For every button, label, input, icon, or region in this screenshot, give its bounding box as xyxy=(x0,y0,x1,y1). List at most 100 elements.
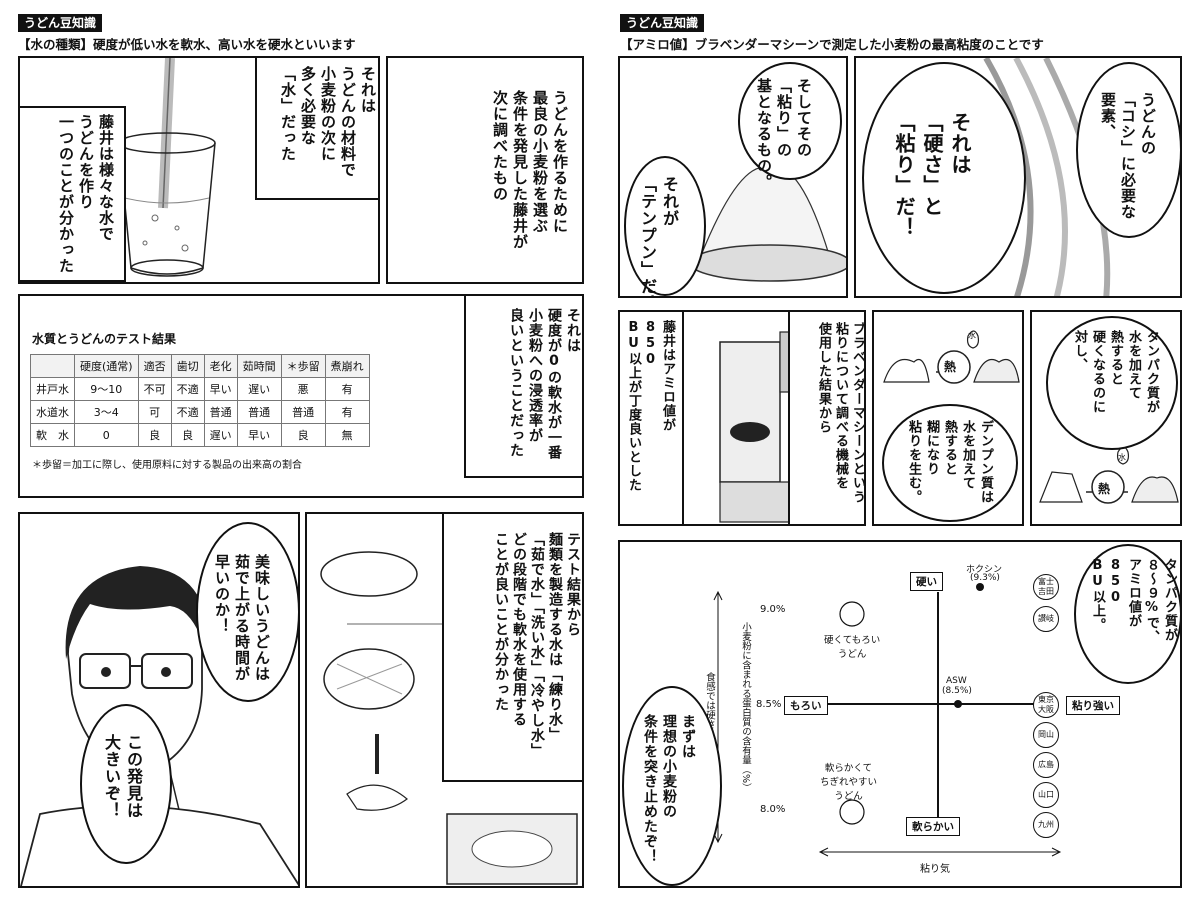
panel-narration: うどんを作るために 最良の小麦粉を選ぶ 条件を発見した藤井が 次に調べたもの xyxy=(386,56,584,284)
table-cell: 良 xyxy=(170,423,205,447)
table-cell: 9〜10 xyxy=(74,377,139,401)
table-cell: 3〜4 xyxy=(74,400,139,424)
bubble-denpun: それが 「テンプン」だ！ xyxy=(624,156,706,296)
bubble-ideal-flour: まずは 理想の小麦粉の 条件を突き止めたぞ！ xyxy=(622,686,722,886)
chart-box-soft: 軟らかい xyxy=(906,817,960,836)
left-tag: うどん豆知識 xyxy=(18,14,103,32)
caption-box-a: 藤井は様々な水で うどんを作り 一つのことが分かった xyxy=(20,106,126,282)
table-cell: 不適 xyxy=(170,377,205,401)
chart-y-axis-label: 小麦粉に含まれる蛋白質の含有量（%） xyxy=(740,622,751,793)
chart-circle2-label: 軟らかくて ちぎれやすい うどん xyxy=(820,763,878,802)
water-icon: 水 xyxy=(968,331,976,340)
pref-kyushu: 九州 xyxy=(1033,812,1059,838)
caption-text-result: テスト結果から 麺類を製造する水は「練り水」 「茹で水」「洗い水」「冷やし水」 … xyxy=(493,532,581,758)
table-cell: 可 xyxy=(137,400,172,424)
panel-water-glass: 藤井は様々な水で うどんを作り 一つのことが分かった それは うどんの材料で 小… xyxy=(18,56,380,284)
flour-illustration xyxy=(689,166,846,282)
table-cell: 井戸水 xyxy=(30,377,75,401)
bubble-koshi-text: うどんの 「コシ」に必要な 要素、 xyxy=(1099,92,1157,220)
panel-man: 美味しいうどんは 茹で上がる時間が 早いのか！ この発見は 大きいぞ！ xyxy=(18,512,300,888)
table-header: 適否 xyxy=(137,354,172,378)
narration-text: うどんを作るために 最良の小麦粉を選ぶ 条件を発見した藤井が 次に調べたもの xyxy=(491,90,569,250)
speech-text-2: この発見は 大きいぞ！ xyxy=(102,734,143,819)
protein-diagram xyxy=(1039,446,1179,504)
panel-starch: 熱 水 デンプン質は 水を加えて 熱すると 糊になり 粘りを生む。 xyxy=(872,310,1024,526)
caption-text-a: 藤井は様々な水で うどんを作り 一つのことが分かった xyxy=(57,114,115,274)
caption-text-amilo: 藤井はアミロ値が 850 BU以上が丁度良いとした xyxy=(626,320,675,492)
table-cell: 普通 xyxy=(280,400,326,424)
chart-y-axis-label-2: 食感では硬さ xyxy=(704,672,715,729)
chart-box-sticky: 粘り強い xyxy=(1066,696,1120,715)
panel-koshi: それは 「硬さ」と 「粘り」だ！ うどんの 「コシ」に必要な 要素、 xyxy=(854,56,1182,298)
conclusion-box: それは 硬度が0の軟水が一番 小麦粉への浸透率が 良いということだった xyxy=(464,296,582,478)
table-cell: 軟 水 xyxy=(30,423,75,447)
table-cell: 良 xyxy=(137,423,172,447)
panel-protein: 熱 水 タンパク質が 水を加えて 熱すると 硬くなるのに 対し、 xyxy=(1030,310,1182,526)
pref-hiroshima: 広島 xyxy=(1033,752,1059,778)
panel-flour-chart: 硬い 軟らかい もろい 粘り強い 9.0% 8.5% 8.0% 小麦粉に含まれる… xyxy=(618,540,1182,888)
chart-box-brittle: もろい xyxy=(784,696,828,715)
chart-circle1-label: 硬くてもろい うどん xyxy=(824,635,881,660)
bubble-hardness: それは 「硬さ」と 「粘り」だ！ xyxy=(862,62,1026,294)
table-row: 軟 水 0 良 良 遅い 早い 良 無 xyxy=(30,423,370,447)
table-header-row: 硬度(通常) 適否 歯切 老化 茹時間 ＊歩留 煮崩れ xyxy=(30,354,370,378)
table-cell: 有 xyxy=(324,400,370,424)
chart-x-axis-label: 粘り気 xyxy=(920,864,950,875)
table-header: ＊歩留 xyxy=(280,354,326,378)
table-header: 茹時間 xyxy=(236,354,282,378)
bubble-protein: タンパク質が 水を加えて 熱すると 硬くなるのに 対し、 xyxy=(1046,316,1178,450)
water-test-table: 硬度(通常) 適否 歯切 老化 茹時間 ＊歩留 煮崩れ 井戸水 9〜10 不可 … xyxy=(30,354,370,447)
left-header: 【水の種類】硬度が低い水を軟水、高い水を硬水といいます xyxy=(18,37,356,52)
panel-machine: 藤井はアミロ値が 850 BU以上が丁度良いとした ブラベンダーマシーンという … xyxy=(618,310,866,526)
heat-icon: 熱 xyxy=(944,360,957,374)
right-tag: うどん豆知識 xyxy=(620,14,705,32)
table-cell: 普通 xyxy=(203,400,238,424)
chart-hokushin-value: (9.3%) xyxy=(970,573,1000,583)
pref-okayama: 岡山 xyxy=(1033,722,1059,748)
pref-fujiyoshida: 富士 吉田 xyxy=(1033,574,1059,600)
table-cell: 悪 xyxy=(280,377,326,401)
caption-text-b: それは うどんの材料で 小麦粉の次に 多く必要な 「水」だった xyxy=(279,66,377,178)
panel-udon-making: テスト結果から 麺類を製造する水は「練り水」 「茹で水」「洗い水」「冷やし水」 … xyxy=(305,512,584,888)
table-row: 水道水 3〜4 可 不適 普通 普通 普通 有 xyxy=(30,400,370,424)
table-header: 煮崩れ xyxy=(324,354,370,378)
pref-yamaguchi: 山口 xyxy=(1033,782,1059,808)
table-row: 井戸水 9〜10 不可 不適 早い 遅い 悪 有 xyxy=(30,377,370,401)
table-cell: 遅い xyxy=(236,377,282,401)
caption-text-brabender: ブラベンダーマシーンという 粘りについて調べる機械を 使用した結果から xyxy=(816,322,865,504)
chart-y-80: 8.0% xyxy=(760,804,786,815)
table-header: 老化 xyxy=(203,354,238,378)
table-cell: 早い xyxy=(203,377,238,401)
bubble-conditions: タンパク質が ８〜９%で、 アミロ値が 850 BU以上。 xyxy=(1074,544,1180,684)
table-cell: 良 xyxy=(280,423,326,447)
bubble-denpun-text: それが 「テンプン」だ！ xyxy=(638,176,679,298)
bubble-hardness-text: それは 「硬さ」と 「粘り」だ！ xyxy=(892,112,972,238)
conclusion-text: それは 硬度が0の軟水が一番 小麦粉への浸透率が 良いということだった xyxy=(508,308,581,460)
table-header: 歯切 xyxy=(170,354,205,378)
chart-asw-value: (8.5%) xyxy=(942,686,972,696)
bubble-nebari-base: そしてその 「粘り」の 基となるもの。 xyxy=(738,62,842,190)
bubble-nebari-base-text: そしてその 「粘り」の 基となるもの。 xyxy=(755,78,813,190)
caption-box-b: それは うどんの材料で 小麦粉の次に 多く必要な 「水」だった xyxy=(255,58,378,200)
speech-text-1: 美味しいうどんは 茹で上がる時間が 早いのか！ xyxy=(213,554,271,682)
caption-box-result: テスト結果から 麺類を製造する水は「練り水」 「茹で水」「洗い水」「冷やし水」 … xyxy=(442,514,582,782)
glass-illustration xyxy=(118,58,216,277)
table-cell: 遅い xyxy=(203,423,238,447)
bubble-ideal-flour-text: まずは 理想の小麦粉の 条件を突き止めたぞ！ xyxy=(642,714,696,864)
water-icon-2: 水 xyxy=(1118,453,1126,462)
table-cell: 不適 xyxy=(170,400,205,424)
speech-bubble-2: この発見は 大きいぞ！ xyxy=(80,704,172,864)
chart-hokushin-label: ホクシン xyxy=(966,565,1003,575)
pref-sanuki: 讃岐 xyxy=(1033,606,1059,632)
bubble-conditions-text: タンパク質が ８〜９%で、 アミロ値が 850 BU以上。 xyxy=(1090,558,1177,644)
pref-tokyo-osaka: 東京 大阪 xyxy=(1033,692,1059,718)
chart-asw-label: ASW xyxy=(946,676,967,686)
bubble-starch: デンプン質は 水を加えて 熱すると 糊になり 粘りを生む。 xyxy=(882,404,1018,522)
caption-box-brabender: ブラベンダーマシーンという 粘りについて調べる機械を 使用した結果から xyxy=(788,312,865,524)
chart-y-85: 8.5% xyxy=(756,699,782,710)
bubble-protein-text: タンパク質が 水を加えて 熱すると 硬くなるのに 対し、 xyxy=(1072,330,1159,414)
panel-test-table: 水質とうどんのテスト結果 硬度(通常) 適否 歯切 老化 茹時間 ＊歩留 煮崩れ… xyxy=(18,294,584,498)
table-title: 水質とうどんのテスト結果 xyxy=(32,332,177,346)
table-cell: 無 xyxy=(324,423,370,447)
table-cell: 早い xyxy=(236,423,282,447)
